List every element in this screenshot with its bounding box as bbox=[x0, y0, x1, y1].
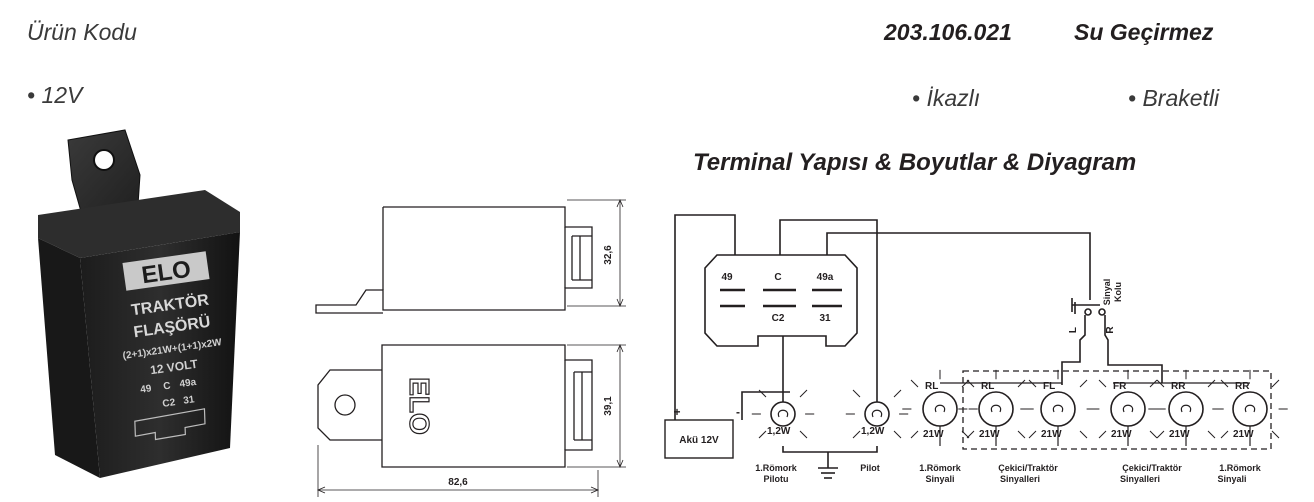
photo-voltage: 12 VOLT bbox=[149, 357, 199, 378]
lamp-icon bbox=[922, 391, 958, 427]
wiring-diagram bbox=[664, 214, 1272, 479]
lamp-wattage: 21W bbox=[1169, 429, 1190, 440]
bracket-feature: • Braketli bbox=[1128, 85, 1220, 111]
flasher-photo: ELO TRAKTÖR FLAŞÖRÜ (2+1)x21W+(1+1)x2W 1… bbox=[38, 129, 240, 478]
lamp-icon bbox=[864, 401, 890, 427]
lamp-icon bbox=[1168, 391, 1204, 427]
terminal-49a: 49a bbox=[817, 272, 834, 283]
photo-pin-31: 31 bbox=[183, 394, 196, 407]
lamp-code: RL bbox=[981, 381, 994, 392]
tractor-signal-left-label-2: Sinyalleri bbox=[1000, 474, 1040, 484]
pilot-label: Pilot bbox=[860, 463, 880, 473]
side-logo: ELO bbox=[404, 377, 435, 435]
part-number: 203.106.021 bbox=[884, 19, 1012, 45]
width-value: 82,6 bbox=[448, 477, 468, 488]
switch-right: R bbox=[1105, 326, 1116, 334]
trailer-pilot-label-1: 1.Römork bbox=[755, 463, 798, 473]
section-title: Terminal Yapısı & Boyutlar & Diyagram bbox=[693, 149, 1137, 176]
terminal-49: 49 bbox=[721, 272, 733, 283]
terminal-c2: C2 bbox=[772, 313, 785, 324]
waterproof-label: Su Geçirmez bbox=[1074, 19, 1214, 45]
trailer-signal-left-label-2: Sinyali bbox=[925, 474, 954, 484]
lamp-code: RL bbox=[925, 381, 938, 392]
battery-label: Akü 12V bbox=[679, 435, 719, 446]
lamp-icon bbox=[1110, 391, 1146, 427]
lamp-icon bbox=[770, 401, 796, 427]
lamp-group: 1,2W 1,2W RL 21W RL 21W FL 21W FR 21W RR 21W RR 21W bbox=[751, 369, 1288, 446]
switch-label-1: Sinyal bbox=[1102, 279, 1112, 306]
trailer-signal-left-label-1: 1.Römork bbox=[919, 463, 962, 473]
bracket-hole-icon bbox=[93, 149, 115, 171]
lamp-signal-6: RR 21W bbox=[1212, 369, 1288, 440]
lamp-signal-5: RR 21W bbox=[1148, 369, 1224, 440]
trailer-pilot-label-2: Pilotu bbox=[764, 474, 789, 484]
tractor-signal-left-label-1: Çekici/Traktör bbox=[998, 463, 1058, 473]
lamp-icon bbox=[1040, 391, 1076, 427]
lamp-wattage: 21W bbox=[1041, 429, 1062, 440]
voltage-feature: • 12V bbox=[27, 82, 83, 108]
warning-feature: • İkazlı bbox=[912, 85, 981, 111]
switch-left: L bbox=[1068, 327, 1079, 333]
battery-plus: + bbox=[673, 405, 680, 419]
photo-pin-c2: C2 bbox=[162, 397, 177, 410]
lamp-code: RR bbox=[1171, 381, 1186, 392]
trailer-signal-right-label-2: Sinyali bbox=[1217, 474, 1246, 484]
lamp-pilot: 1,2W bbox=[845, 381, 909, 439]
lamp-wattage: 21W bbox=[923, 429, 944, 440]
terminal-c: C bbox=[774, 272, 781, 283]
lamp-trailer-pilot: 1,2W bbox=[751, 381, 815, 439]
lamp-code: FL bbox=[1043, 381, 1055, 392]
photo-pin-49: 49 bbox=[140, 383, 153, 396]
product-code-label: Ürün Kodu bbox=[27, 19, 137, 45]
lamp-wattage: 21W bbox=[1111, 429, 1132, 440]
battery-minus: - bbox=[736, 405, 740, 419]
trailer-signal-right-label-1: 1.Römork bbox=[1219, 463, 1262, 473]
tractor-signal-right-label-2: Sinyalleri bbox=[1120, 474, 1160, 484]
lamp-code: FR bbox=[1113, 381, 1127, 392]
lamp-wattage: 1,2W bbox=[861, 426, 885, 437]
terminal-31: 31 bbox=[819, 313, 831, 324]
lamp-signal-2: RL 21W bbox=[958, 369, 1034, 440]
switch-label-2: Kolu bbox=[1113, 282, 1123, 302]
lamp-wattage: 1,2W bbox=[767, 426, 791, 437]
photo-pin-c: C bbox=[163, 381, 172, 393]
lamp-signal-4: FR 21W bbox=[1090, 369, 1166, 440]
tractor-signal-right-label-1: Çekici/Traktör bbox=[1122, 463, 1182, 473]
lamp-icon bbox=[978, 391, 1014, 427]
lamp-icon bbox=[1232, 391, 1268, 427]
lamp-wattage: 21W bbox=[1233, 429, 1254, 440]
dimension-drawing bbox=[315, 198, 626, 497]
lamp-code: RR bbox=[1235, 381, 1250, 392]
lamp-wattage: 21W bbox=[979, 429, 1000, 440]
height-top-value: 32,6 bbox=[603, 245, 614, 265]
photo-pin-49a: 49a bbox=[179, 377, 197, 390]
height-bottom-value: 39,1 bbox=[603, 396, 614, 416]
